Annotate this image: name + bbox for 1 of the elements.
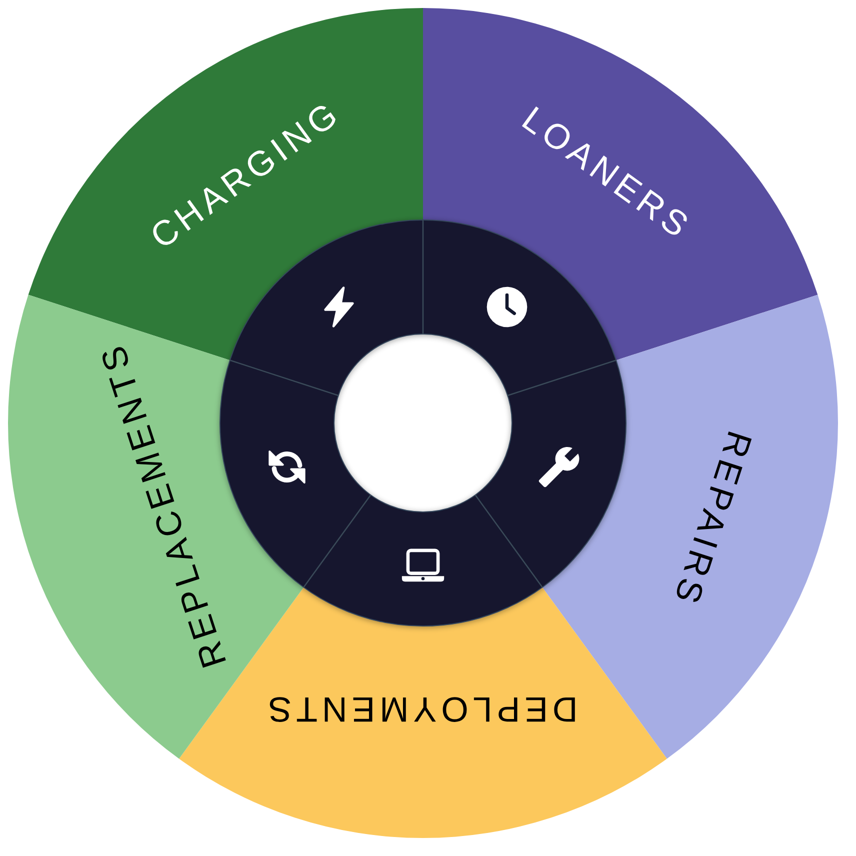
segment-label: DEPLOYMENTS — [264, 692, 579, 726]
